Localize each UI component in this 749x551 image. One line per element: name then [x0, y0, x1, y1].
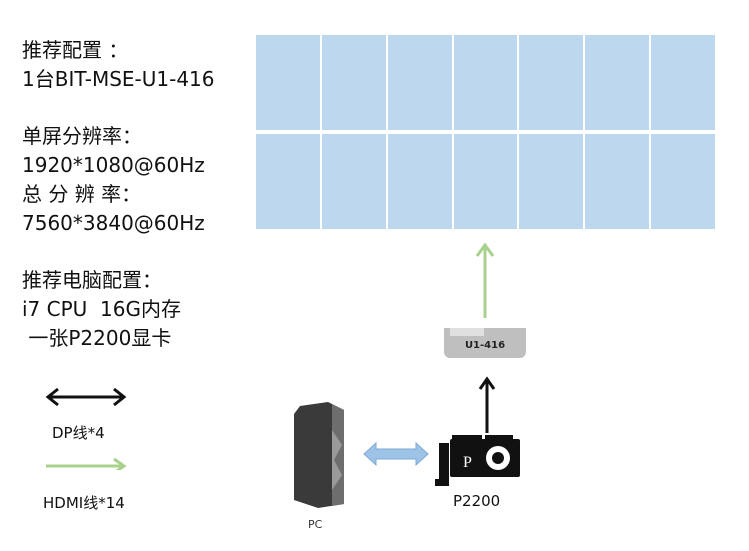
hdmi-arrow-up-icon: [475, 242, 495, 318]
display-panel: [519, 134, 584, 229]
display-panel: [387, 35, 452, 130]
spec-recommend: 推荐配置 ： 1台BIT-MSE-U1-416: [22, 36, 215, 94]
pc-label: 推荐电脑配置：: [22, 268, 162, 292]
controller-label: U1-416: [464, 340, 506, 351]
pc-line1: i7 CPU 16G内存: [22, 297, 181, 321]
single-res-label: 单屏分辨率：: [22, 124, 142, 148]
display-panel: [651, 134, 715, 229]
hdmi-arrow-icon: [46, 457, 127, 470]
gpu-label: P2200: [453, 492, 501, 510]
display-panel: [387, 134, 452, 229]
display-panel: [321, 134, 386, 229]
video-wall: [256, 35, 715, 229]
gpu-card-icon: P: [435, 435, 520, 486]
display-panel: [453, 134, 518, 229]
legend-hdmi: HDMI线*14: [43, 494, 125, 512]
display-panel: [651, 35, 715, 130]
recommend-value: 1台BIT-MSE-U1-416: [22, 67, 215, 91]
pc-gpu-arrow-icon: [363, 441, 429, 467]
dp-arrow-icon: [45, 387, 127, 407]
single-res-value: 1920*1080@60Hz: [22, 153, 205, 177]
legend-dp: DP线*4: [52, 424, 105, 442]
total-res-label: 总 分 辨 率：: [22, 182, 142, 206]
controller-device: U1-416: [444, 328, 526, 358]
display-panel: [321, 35, 386, 130]
recommend-label: 推荐配置 ：: [22, 38, 129, 62]
legend-arrows: [45, 387, 127, 470]
display-panel: [453, 35, 518, 130]
pc-label: PC: [308, 518, 323, 531]
display-panel: [256, 134, 320, 229]
display-panel: [519, 35, 584, 130]
pc-line2: 一张P2200显卡: [22, 326, 172, 350]
pc-tower-icon: [294, 402, 344, 508]
spec-pc: 推荐电脑配置： i7 CPU 16G内存 一张P2200显卡: [22, 266, 181, 353]
dp-arrow-up-icon: [478, 376, 496, 433]
display-panel: [585, 35, 650, 130]
spec-resolution: 单屏分辨率： 1920*1080@60Hz 总 分 辨 率： 7560*3840@60…: [22, 122, 205, 238]
display-panel: [585, 134, 650, 229]
gpu-glyph: P: [463, 454, 472, 471]
display-panel: [256, 35, 320, 130]
total-res-value: 7560*3840@60Hz: [22, 211, 205, 235]
